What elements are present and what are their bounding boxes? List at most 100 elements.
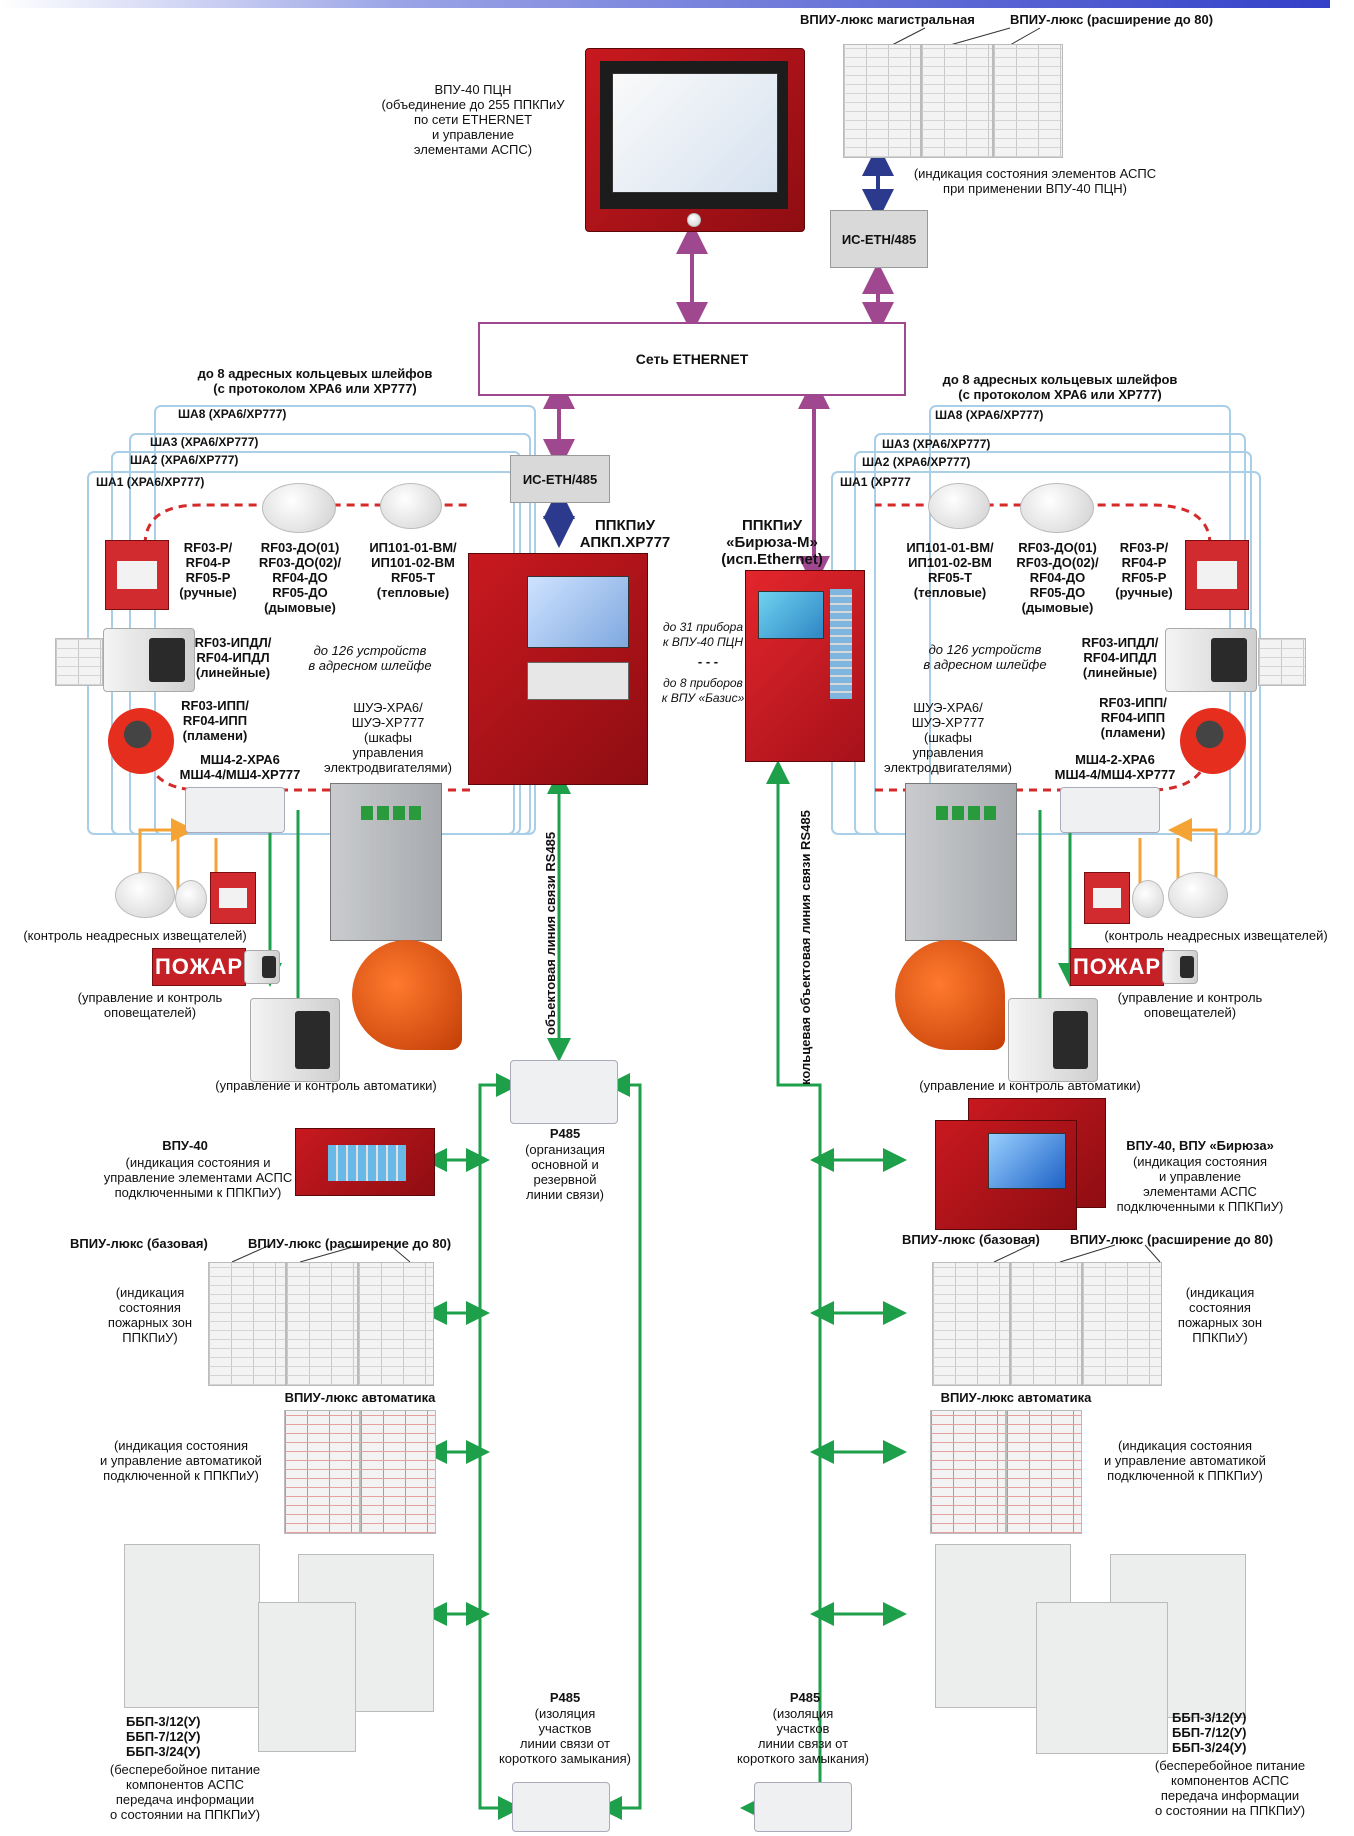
left-vpiu-base-panel <box>208 1262 286 1386</box>
right-ppk-title: ППКПиУ «Бирюза-М» (исп.Ethernet) <box>721 517 823 568</box>
right-linear-detector <box>1165 628 1257 692</box>
iseth-left-box: ИС-ETH/485 <box>510 455 610 503</box>
vpiu-note-label: (индикация состояния элементов АСПС при … <box>913 166 1157 196</box>
center-p485-top <box>510 1060 618 1124</box>
left-vpu40-keys <box>328 1145 406 1181</box>
left-flame-label: RF03-ИПП/ RF04-ИПП (пламени) <box>181 698 249 743</box>
left-bbp-unit-3 <box>258 1602 356 1752</box>
right-ppk-indicators <box>830 589 852 699</box>
left-shue-buttons <box>361 806 421 820</box>
left-vpiu-ext-panel-2 <box>358 1262 434 1386</box>
center-dashes: - - - <box>697 654 719 669</box>
center-p485-r-desc: (изоляция участков линии связи от коротк… <box>736 1706 870 1766</box>
left-linear-detector <box>103 628 195 692</box>
right-fan-icon <box>895 940 1005 1050</box>
left-vpiu-ext-panel-1 <box>286 1262 358 1386</box>
vpiu-mag-panel <box>843 44 921 158</box>
right-heat-label: ИП101-01-ВМ/ ИП101-02-ВМ RF05-T (тепловы… <box>906 540 994 600</box>
left-bbp-desc: (бесперебойное питание компонентов АСПС … <box>109 1762 261 1822</box>
right-auto-device <box>1008 998 1098 1082</box>
right-vpiu-base-panel <box>932 1262 1010 1386</box>
iseth-top-box: ИС-ETH/485 <box>830 210 928 268</box>
left-nonaddr-label: (контроль неадресных извещателей) <box>23 928 247 943</box>
left-bbp-label: ББП-3/12(У) ББП-7/12(У) ББП-3/24(У) <box>126 1714 201 1759</box>
right-devices126-label: до 126 устройств в адресном шлейфе <box>923 642 1047 672</box>
right-shue-cabinet <box>905 783 1017 941</box>
right-flame-label: RF03-ИПП/ RF04-ИПП (пламени) <box>1099 695 1167 740</box>
left-linear-reflector <box>55 638 103 686</box>
right-vpiu-auto-panel-1 <box>930 1410 1006 1534</box>
center-ring-label: кольцевая объектовая линия связи RS485 <box>798 810 813 1085</box>
left-vpiu-auto-panel-2 <box>360 1410 436 1534</box>
left-fan-icon <box>352 940 462 1050</box>
center-p485-l-label: Р485 <box>549 1690 581 1705</box>
left-na-callpoint <box>210 872 256 924</box>
right-na-heat <box>1168 872 1228 918</box>
left-auto-device <box>250 998 340 1082</box>
right-vpiu-ind-label: (индикация состояния пожарных зон ППКПиУ… <box>1177 1285 1263 1345</box>
top-banner <box>0 0 1330 8</box>
right-vpiu-ext-panel-2 <box>1082 1262 1162 1386</box>
left-vpu40-title: ВПУ-40 <box>162 1138 208 1153</box>
left-up8-label: до 8 приборов к ВПУ «Базис» <box>661 676 745 705</box>
center-p485-top-label: Р485 <box>549 1126 581 1141</box>
left-ppk-keypad <box>527 662 629 700</box>
left-na-heat <box>115 872 175 918</box>
left-loops-title: до 8 адресных кольцевых шлейфов (с прото… <box>197 366 433 396</box>
left-sha3: ША3 (ХРА6/ХР777) <box>150 435 259 449</box>
ethernet-label: Сеть ETHERNET <box>635 351 749 367</box>
right-nonaddr-label: (контроль неадресных извещателей) <box>1104 928 1328 943</box>
right-msh-module <box>1060 787 1160 833</box>
left-shue-label: ШУЭ-ХРА6/ ШУЭ-ХР777 (шкафы управления эл… <box>323 700 453 775</box>
left-devices126-label: до 126 устройств в адресном шлейфе <box>308 643 432 673</box>
right-sha3: ША3 (ХРА6/ХР777) <box>882 437 991 451</box>
left-bbp-unit-1 <box>124 1544 260 1708</box>
vpiu-ext-top-label: ВПИУ-люкс (расширение до 80) <box>1010 12 1214 27</box>
right-flame-detector <box>1180 708 1246 774</box>
right-sha8: ША8 (ХРА6/ХР777) <box>935 408 1044 422</box>
center-p485-r-label: Р485 <box>789 1690 821 1705</box>
right-vpiu-auto-title: ВПИУ-люкс автоматика <box>940 1390 1092 1405</box>
right-vpiu-base-label: ВПИУ-люкс (базовая) <box>902 1232 1040 1247</box>
left-vpiu-ind-label: (индикация состояния пожарных зон ППКПиУ… <box>107 1285 193 1345</box>
left-ppk-title: ППКПиУ АПКП.ХР777 <box>579 517 671 551</box>
right-sha1: ША1 (ХР777 <box>840 475 911 489</box>
right-auto-label: (управление и контроль автоматики) <box>919 1078 1141 1093</box>
vpu40-pcn-monitor <box>585 48 805 232</box>
left-up31-label: до 31 прибора к ВПУ-40 ПЦН <box>662 620 744 649</box>
left-sha1: ША1 (ХРА6/ХР777) <box>96 475 205 489</box>
vpiu-ext-panel-2 <box>993 44 1063 158</box>
right-pozhar-sign: ПОЖАР <box>1070 948 1164 986</box>
right-ppk-panel <box>745 570 865 762</box>
left-vpiu-auto-title: ВПИУ-люкс автоматика <box>284 1390 436 1405</box>
left-sha2: ША2 (ХРА6/ХР777) <box>130 453 239 467</box>
left-ppk-panel <box>468 553 648 785</box>
left-heat-detector <box>380 483 442 529</box>
left-smoke-label: RF03-ДО(01) RF03-ДО(02)/ RF04-ДО RF05-ДО… <box>258 540 342 615</box>
left-sha8: ША8 (ХРА6/ХР777) <box>178 407 287 421</box>
left-vpiu-ext-label: ВПИУ-люкс (расширение до 80) <box>248 1236 452 1251</box>
left-manual-label: RF03-P/ RF04-P RF05-P (ручные) <box>179 540 237 600</box>
right-vpiu-auto-desc: (индикация состояния и управление автома… <box>1104 1438 1266 1483</box>
left-manual-callpoint <box>105 540 169 610</box>
right-vpiu-ext-label: ВПИУ-люкс (расширение до 80) <box>1070 1232 1274 1247</box>
vpiu-mag-label: ВПИУ-люкс магистральная <box>800 12 975 27</box>
left-na-smoke <box>175 880 207 918</box>
right-linear-reflector <box>1258 638 1306 686</box>
left-msh-module <box>185 787 285 833</box>
left-heat-label: ИП101-01-ВМ/ ИП101-02-ВМ RF05-T (тепловы… <box>369 540 457 600</box>
right-vpu-panel-front <box>935 1120 1077 1230</box>
center-p485-l <box>512 1782 610 1832</box>
left-vpu40-panel <box>295 1128 435 1196</box>
right-ppk-screen <box>758 591 824 639</box>
right-na-smoke <box>1132 880 1164 918</box>
right-smoke-detector <box>1020 483 1094 533</box>
left-siren <box>244 950 280 984</box>
center-p485-top-desc: (организация основной и резервной линии … <box>525 1142 605 1202</box>
left-auto-label: (управление и контроль автоматики) <box>215 1078 437 1093</box>
right-na-callpoint <box>1084 872 1130 924</box>
center-p485-r <box>754 1782 852 1832</box>
left-rs485-label: объектовая линия связи RS485 <box>543 831 558 1035</box>
left-flame-detector <box>108 708 174 774</box>
right-shue-buttons <box>936 806 996 820</box>
